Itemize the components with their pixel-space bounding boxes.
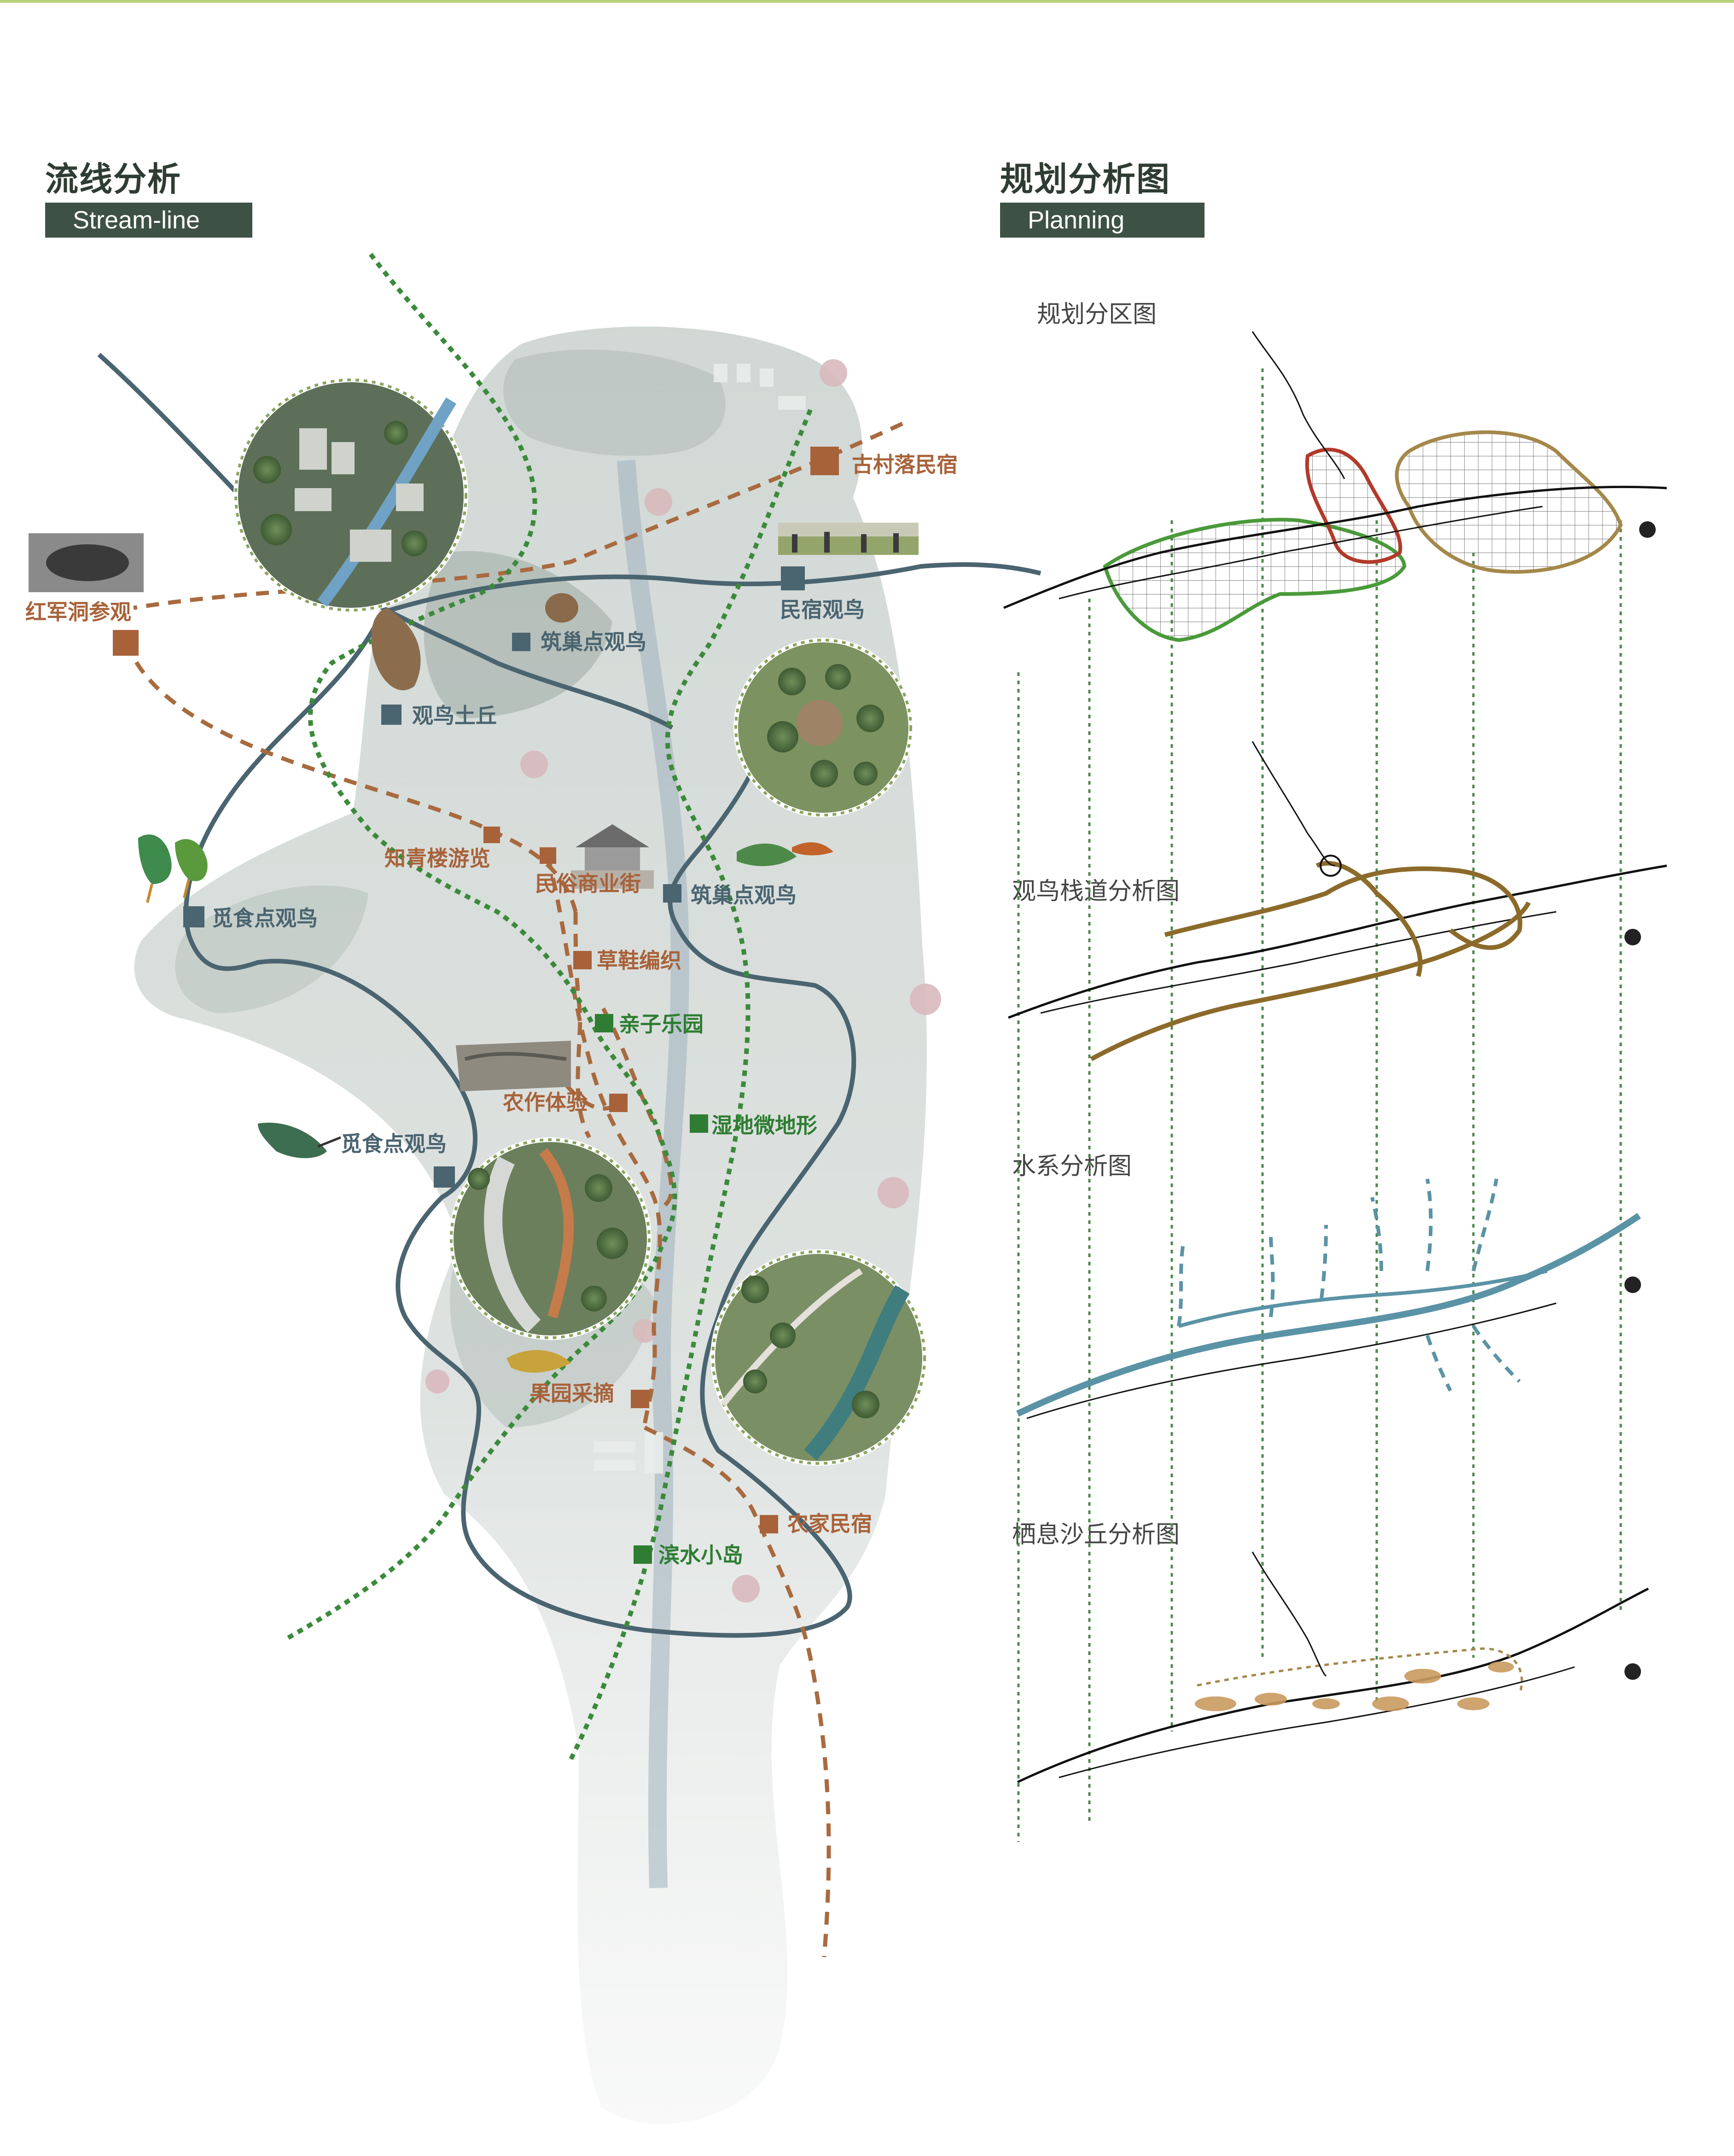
nest-photo xyxy=(371,593,578,691)
aerial-circle-village xyxy=(233,378,468,612)
planning-subtitle: Planning xyxy=(1000,203,1204,238)
label-minsu: 民宿观鸟 xyxy=(780,597,865,622)
oriole-bird-icon xyxy=(506,1350,571,1373)
label-zhiqing: 知青楼游览 xyxy=(384,846,490,871)
kingfisher-bird-icon xyxy=(737,842,833,866)
label-shidi: 湿地微地形 xyxy=(711,1113,817,1138)
route-labels: 古村落民宿 红军洞参观 民宿观鸟 筑巢点观鸟 观鸟土丘 知青楼游览 民俗商业街 … xyxy=(25,452,958,1567)
label-mishi1: 觅食点观鸟 xyxy=(212,906,318,931)
site-building-blocks xyxy=(594,364,806,1474)
boardwalk-diagram xyxy=(1008,741,1667,1061)
water-diagram-title: 水系分析图 xyxy=(1012,1153,1132,1180)
label-nongzuo: 农作体验 xyxy=(503,1090,588,1115)
zone-red xyxy=(1305,448,1402,564)
zone-green xyxy=(1103,518,1407,642)
label-gucun: 古村落民宿 xyxy=(852,452,958,477)
red-army-cave-photo xyxy=(29,533,144,592)
top-accent-rule xyxy=(0,0,1734,3)
label-qinzi: 亲子乐园 xyxy=(619,1012,704,1037)
label-binshui: 滨水小岛 xyxy=(658,1543,743,1567)
streamline-subtitle: Stream-line xyxy=(45,203,252,238)
site-river xyxy=(617,460,689,1888)
site-hotspots xyxy=(425,359,941,1602)
bee-eater-bird-icon xyxy=(138,834,208,903)
route-markers xyxy=(113,447,839,1564)
dune-diagram-title: 栖息沙丘分析图 xyxy=(1012,1521,1180,1549)
label-minsujie: 民俗商业街 xyxy=(535,871,641,896)
site-left-arm xyxy=(175,885,368,1013)
water-diagram xyxy=(1016,1178,1641,1419)
label-mishi2: 觅食点观鸟 xyxy=(341,1131,447,1156)
planning-title: 规划分析图 xyxy=(1000,160,1171,198)
hummingbird-icon xyxy=(258,1123,341,1158)
aerial-circle-forest xyxy=(733,638,913,817)
label-tuqiu: 观鸟土丘 xyxy=(412,703,497,728)
pavilion-photo xyxy=(571,824,654,889)
aerial-circle-wetland xyxy=(710,1249,927,1466)
zoning-diagram xyxy=(1003,331,1667,642)
brown-route-lines xyxy=(124,421,903,1958)
zoning-diagram-title: 规划分区图 xyxy=(1037,301,1157,328)
boardwalk-diagram-title: 观鸟栈道分析图 xyxy=(1012,878,1180,905)
label-guoyuan: 果园采摘 xyxy=(530,1381,614,1406)
aerial-circle-garden xyxy=(449,1137,652,1340)
streamline-title: 流线分析 xyxy=(45,160,182,198)
dune-diagram xyxy=(1017,1551,1649,1783)
label-hongjun: 红军洞参观 xyxy=(25,600,131,624)
farming-photo xyxy=(456,1041,571,1091)
green-route-lines xyxy=(284,253,813,1760)
site-inner-lobe xyxy=(503,350,726,456)
label-zhuchao2: 筑巢点观鸟 xyxy=(691,883,797,908)
label-zhuchao1: 筑巢点观鸟 xyxy=(541,629,646,654)
birdwatchers-photo xyxy=(778,523,919,555)
label-nongjia: 农家民宿 xyxy=(787,1511,872,1536)
zone-gold xyxy=(1395,430,1623,574)
planning-guide-lines xyxy=(1017,368,1622,1842)
label-caoxie: 草鞋编织 xyxy=(597,948,681,973)
